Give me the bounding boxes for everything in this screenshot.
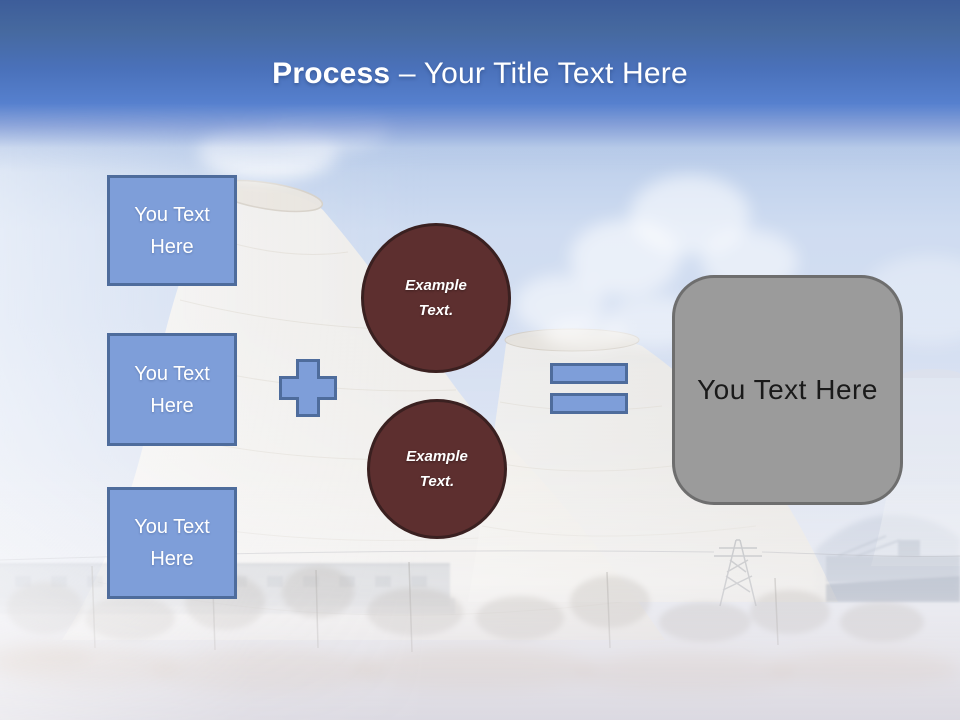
title-regular-segment: – Your Title Text Here xyxy=(390,57,688,90)
example-circle-2[interactable]: Example Text. xyxy=(367,399,507,539)
result-box[interactable]: You Text Here xyxy=(672,275,903,505)
text-box-2-label: You Text Here xyxy=(134,362,210,417)
header-banner: Process – Your Title Text Here xyxy=(0,0,960,172)
equals-sign-shape[interactable] xyxy=(550,363,628,423)
dry-brush xyxy=(0,644,960,694)
text-box-3-label: You Text Here xyxy=(134,516,210,570)
title-bold-segment: Process xyxy=(272,57,391,90)
example-circle-1[interactable]: Example Text. xyxy=(361,223,511,373)
text-box-1[interactable]: You Text Here xyxy=(107,175,237,286)
plus-sign-path xyxy=(279,359,337,417)
example-circle-2-label: Example Text. xyxy=(406,447,468,491)
plus-sign-shape[interactable] xyxy=(277,357,339,419)
slide-title[interactable]: Process – Your Title Text Here xyxy=(0,0,960,92)
text-box-2[interactable]: You Text Here xyxy=(107,333,237,446)
result-box-label: You Text Here xyxy=(697,374,878,405)
equals-bar-top xyxy=(550,363,628,384)
text-box-1-label: You Text Here xyxy=(134,203,210,258)
example-circle-1-label: Example Text. xyxy=(405,276,467,320)
text-box-3[interactable]: You Text Here xyxy=(107,487,237,599)
equals-bar-bottom xyxy=(550,393,628,414)
